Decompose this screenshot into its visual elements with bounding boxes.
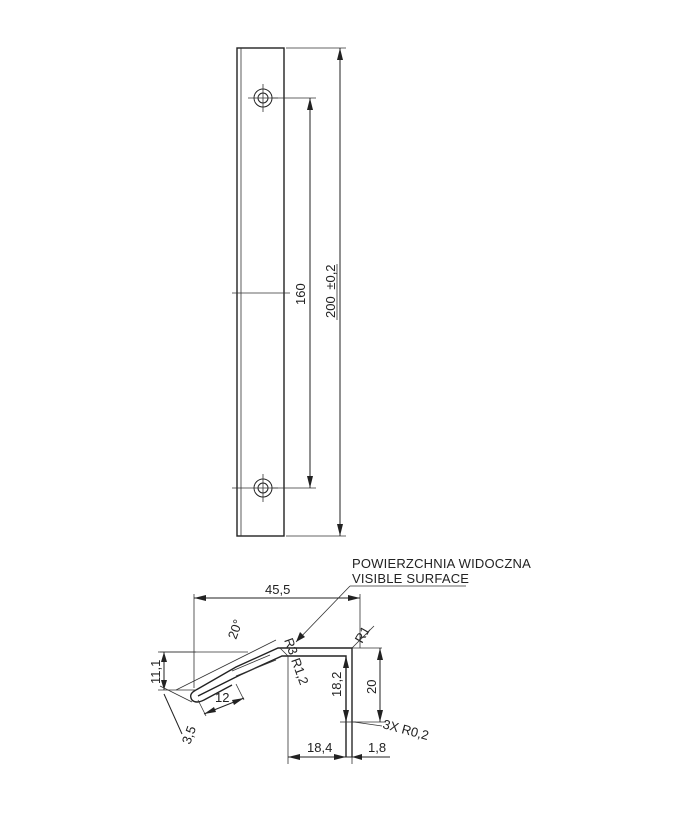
bar-outline (236, 47, 285, 537)
angle-20-label: 20° (225, 617, 246, 641)
dimension-18-2 (340, 656, 356, 723)
dim-160-label: 160 (293, 283, 308, 305)
section-view: POWIERZCHNIA WIDOCZNA VISIBLE SURFACE 45… (148, 556, 531, 764)
dim-11-1-label: 11,1 (148, 660, 163, 684)
radius-3x-label: 3X R0,2 (381, 716, 430, 743)
front-view: 160 200 ±0,2 (232, 47, 346, 537)
dim-200-value: 200 (323, 296, 338, 318)
dimension-18-4 (287, 656, 346, 764)
note-leader (295, 585, 351, 643)
dim-12-label: 12 (215, 690, 229, 705)
dimension-45-5 (193, 594, 361, 688)
note-visible-surface-en: VISIBLE SURFACE (352, 571, 469, 586)
r1-leader (351, 625, 375, 649)
dimension-160 (272, 97, 316, 489)
dim-45-5-label: 45,5 (265, 582, 290, 597)
dim-3-5-label: 3,5 (179, 724, 199, 746)
dim-18-4-label: 18,4 (307, 740, 332, 755)
radius-r12-label: R1,2 (288, 656, 311, 687)
dimension-11-1 (158, 651, 196, 691)
bottom-hole-icon (232, 474, 278, 502)
angle-arc (160, 639, 277, 691)
profile-shape (189, 647, 353, 758)
dimension-1-8 (346, 722, 390, 764)
dim-200-tolerance: ±0,2 (323, 264, 338, 289)
dimension-3-5 (159, 685, 193, 735)
dim-18-2-label: 18,2 (329, 672, 344, 697)
radius-r3-label: R3 (281, 636, 301, 657)
dim-200-label: 200 ±0,2 (323, 264, 338, 318)
radius-r1-label: R1 (352, 624, 373, 646)
r02-leader (353, 721, 383, 727)
note-visible-surface-pl: POWIERZCHNIA WIDOCZNA (352, 556, 531, 571)
dim-1-8-label: 1,8 (368, 740, 386, 755)
dim-20-label: 20 (364, 680, 379, 694)
dimension-20 (352, 647, 386, 723)
note-leader-arrow (296, 632, 305, 642)
dimension-12 (197, 683, 245, 717)
dimension-200 (286, 47, 346, 537)
